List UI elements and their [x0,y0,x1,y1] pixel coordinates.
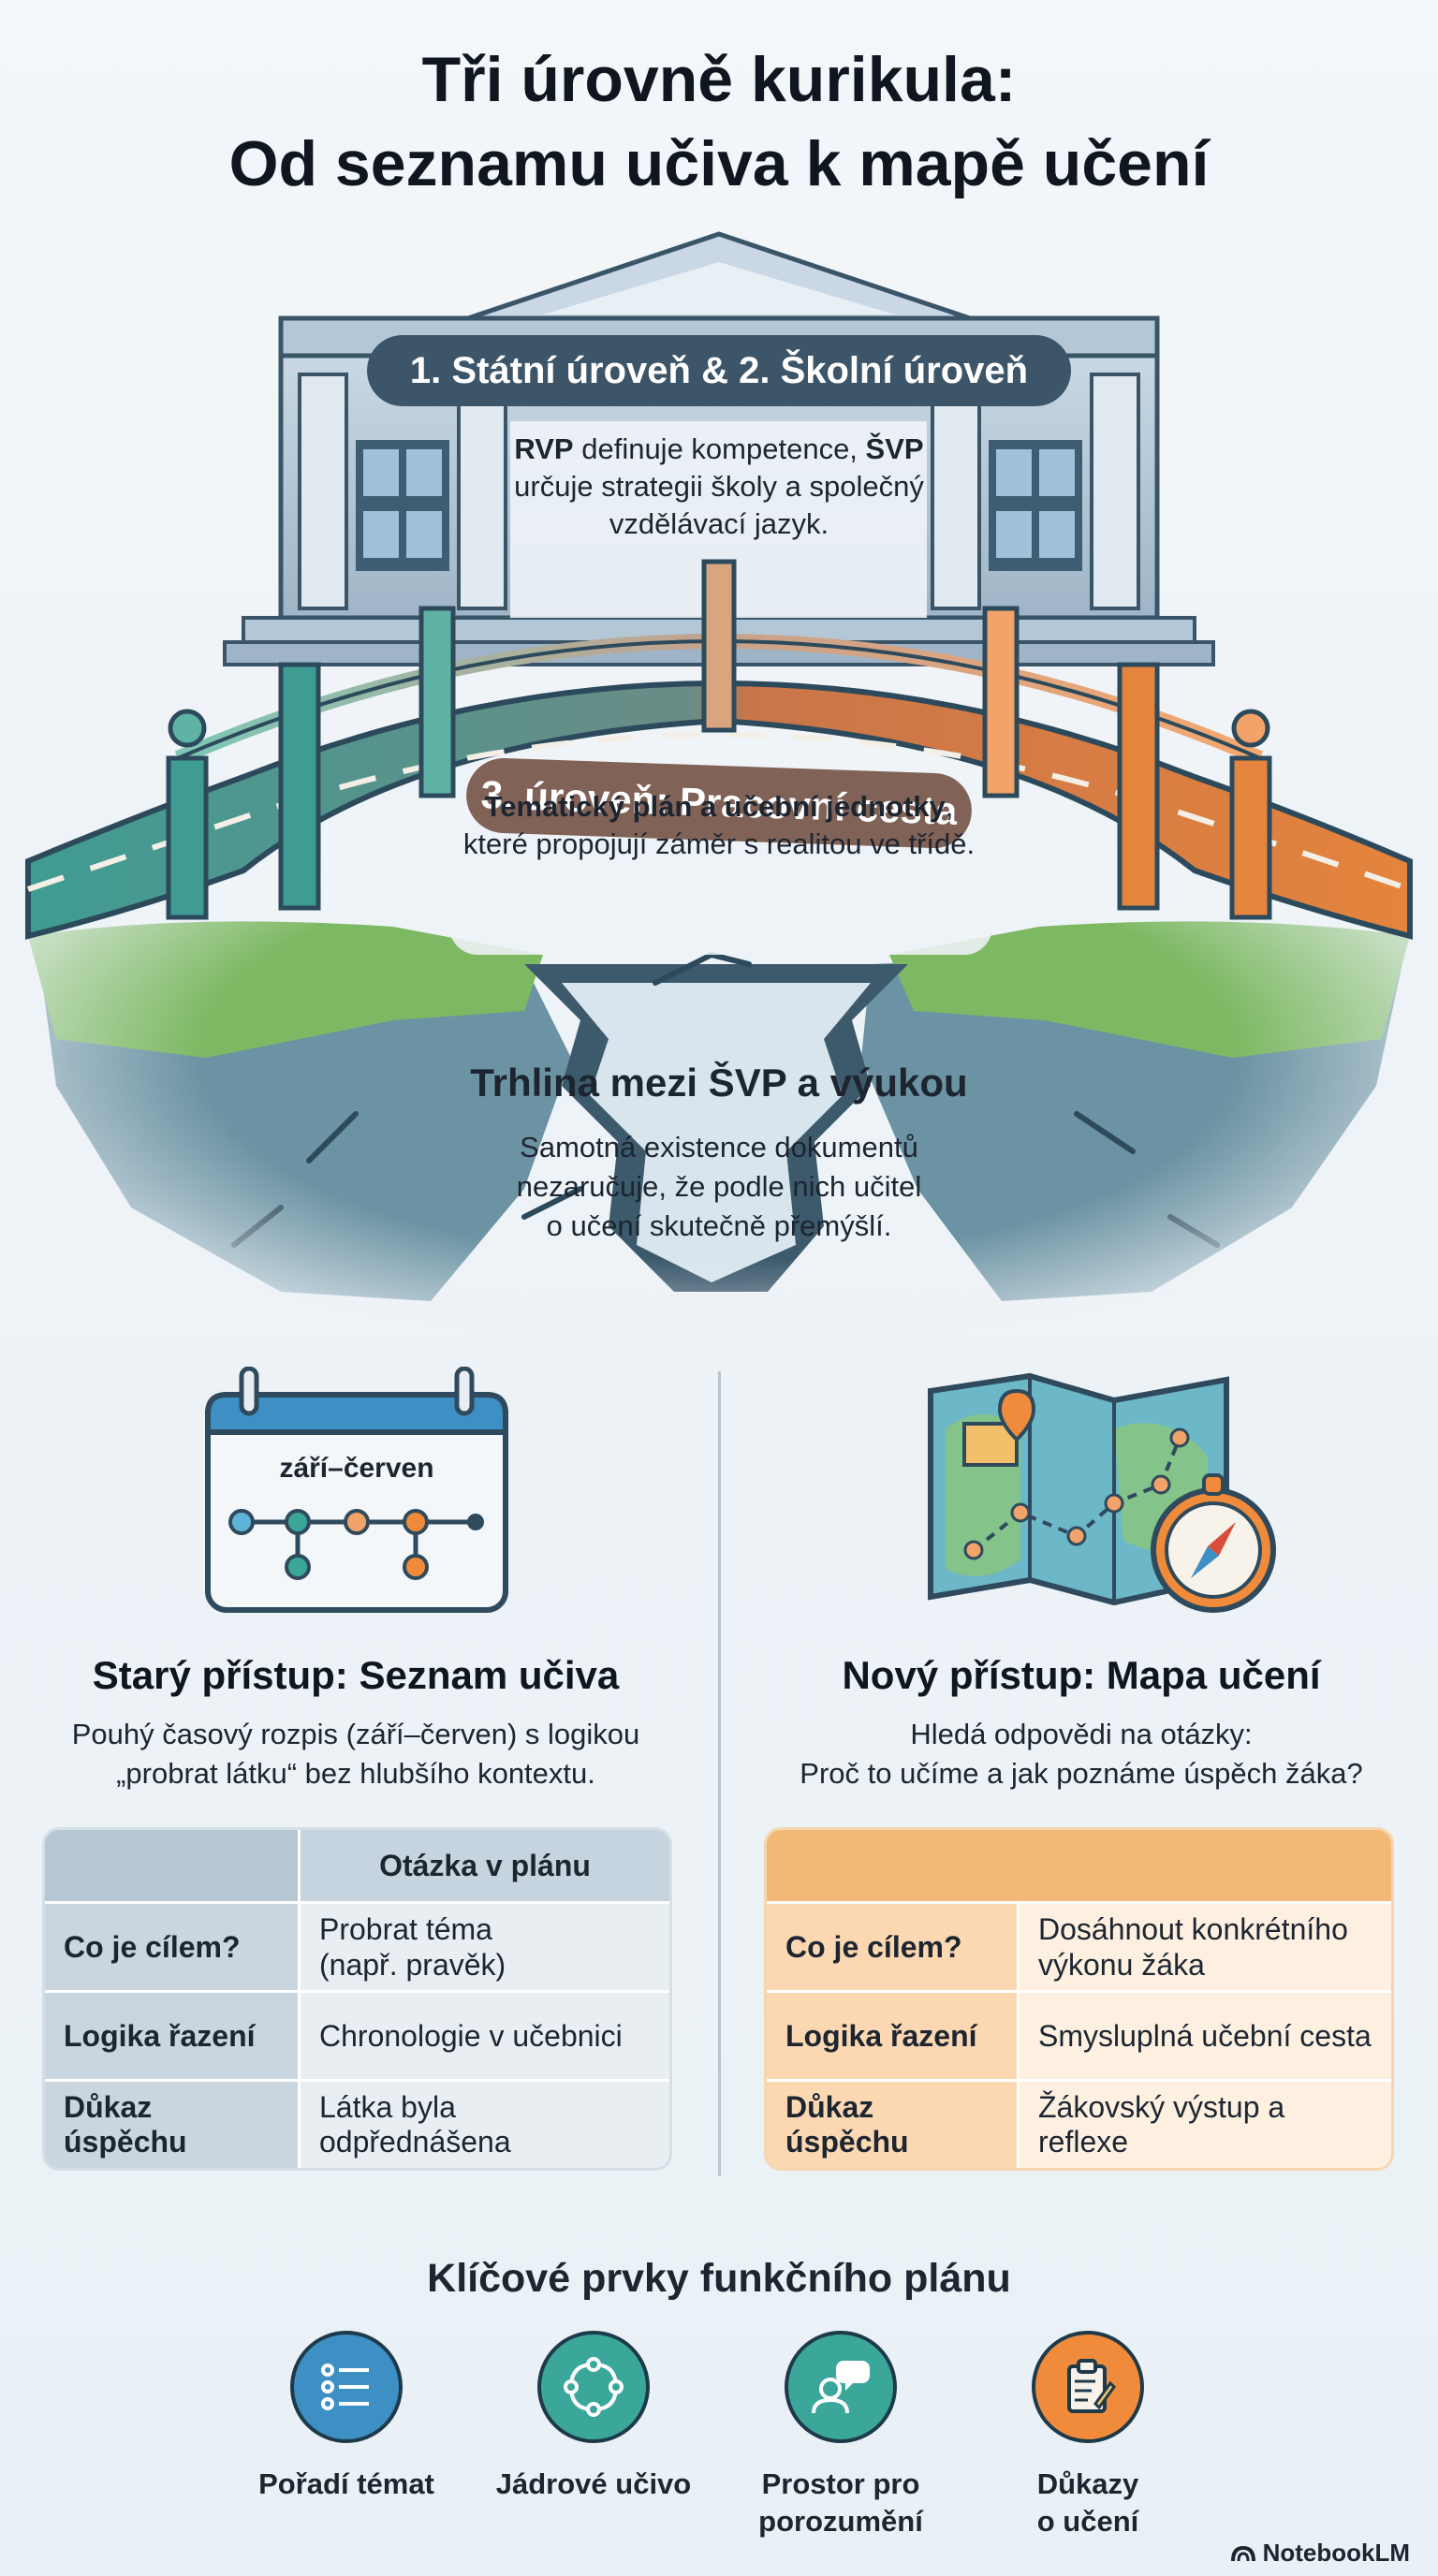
new-row-label: Důkaz úspěchu [767,2079,1020,2168]
new-row-value: Žákovský výstup a reflexe [1020,2079,1391,2168]
new-table-header [767,1830,1391,1901]
old-row-value-line1: Probrat téma [319,1912,492,1946]
key-item-understanding-space: Prostor pro porozumění [719,2331,962,2540]
level3-desc-comma: , [945,790,954,823]
key-item-label: Prostor pro porozumění [719,2466,962,2540]
old-table-header: Otázka v plánu [45,1830,669,1901]
table-row: Logika řazení Smysluplná učební cesta [767,1990,1391,2079]
key-item-label: Důkazy o učení [966,2466,1210,2540]
title-line-1: Tři úrovně kurikula: [421,44,1017,115]
old-approach-title: Starý přístup: Seznam učiva [92,1653,620,1697]
old-row-value-line2: (např. pravěk) [319,1948,506,1982]
key-item-label-line1: Důkazy [1036,2467,1139,2500]
old-table-header-cell: Otázka v plánu [301,1830,669,1901]
gap-desc-line2: nezaručuje, že podle nich učitel [516,1170,922,1203]
new-desc-line1: Hledá odpovědi na otázky: [910,1718,1253,1750]
old-approach-description: Pouhý časový rozpis (září–červen) s logi… [19,1715,693,1793]
gap-description: Samotná existence dokumentů nezaručuje, … [421,1128,1017,1246]
old-row-label: Co je cílem? [45,1901,301,1990]
rvp-term: RVP [514,432,574,465]
table-row: Důkaz úspěchu Žákovský výstup a reflexe [767,2079,1391,2168]
notebooklm-brand: NotebookLM [1231,2539,1410,2568]
key-elements-title: Klíčové prvky funkčního plánu [427,2256,1011,2301]
key-item-label: Pořadí témat [225,2466,468,2503]
level12-pill-label: 1. Státní úroveň & 2. Školní úroveň [409,349,1029,391]
table-row: Co je cílem? Dosáhnout konkrétního výkon… [767,1901,1391,1990]
old-row-value: Chronologie v učebnici [301,1990,669,2079]
new-approach-title: Nový přístup: Mapa učení [842,1653,1321,1697]
calendar-icon: září–červen [204,1366,509,1616]
key-item-label-line1: Prostor pro [761,2467,920,2500]
old-row-value: Probrat téma (např. pravěk) [301,1901,669,1990]
svp-term: ŠVP [865,432,924,465]
gap-title: Trhlina mezi ŠVP a výukou [470,1061,968,1105]
title-line-2: Od seznamu učiva k mapě učení [228,128,1210,199]
key-item-label-line1: Pořadí témat [258,2467,434,2500]
old-desc-line1: Pouhý časový rozpis (září–červen) s logi… [71,1718,640,1750]
new-row-label: Co je cílem? [767,1901,1020,1990]
level3-desc-bold: Tematický plán a učební jednotky [484,790,946,823]
new-row-value: Dosáhnout konkrétního výkonu žáka [1020,1901,1391,1990]
notebooklm-brand-text: NotebookLM [1262,2539,1410,2567]
table-row: Logika řazení Chronologie v učebnici [45,1990,669,2079]
notebooklm-logo-icon [1231,2540,1256,2562]
network-icon [537,2331,650,2443]
new-approach-description: Hledá odpovědi na otázky: Proč to učíme … [749,1715,1414,1793]
bridge-illustration [0,231,1438,1339]
table-row: Důkaz úspěchu Látka byla odpřednášena [45,2079,669,2168]
new-row-label: Logika řazení [767,1990,1020,2079]
level3-description: Tematický plán a učební jednotky, které … [438,788,1000,863]
map-compass-icon [927,1372,1283,1634]
key-item-core-content: Jádrové učivo [472,2331,715,2503]
page-title: Tři úrovně kurikula: Od seznamu učiva k … [0,37,1438,206]
old-desc-line2: „probrat látku“ bez hlubšího kontextu. [116,1757,595,1790]
list-icon [290,2331,403,2443]
new-approach-table: Co je cílem? Dosáhnout konkrétního výkon… [764,1827,1394,2171]
old-table-header-blank [45,1830,301,1901]
new-table-header-blank [767,1830,1020,1901]
table-row: Co je cílem? Probrat téma (např. pravěk) [45,1901,669,1990]
key-item-learning-evidence: Důkazy o učení [966,2331,1210,2540]
level12-desc-line2: určuje strategii školy a společný [514,470,924,503]
gap-desc-line3: o učení skutečně přemýšlí. [546,1209,892,1242]
key-item-topic-order: Pořadí témat [225,2331,468,2503]
column-divider [718,1371,721,2176]
new-desc-line2: Proč to učíme a jak poznáme úspěch žáka? [800,1757,1363,1790]
new-row-value-line2: výkonu žáka [1038,1948,1205,1982]
calendar-label: září–červen [279,1453,434,1484]
old-row-label: Důkaz úspěchu [45,2079,301,2168]
level3-pill [466,757,972,849]
level12-pill [367,335,1071,406]
clipboard-icon [1032,2331,1144,2443]
discussion-icon [785,2331,897,2443]
new-row-value: Smysluplná učební cesta [1020,1990,1391,2079]
new-row-value-line1: Dosáhnout konkrétního [1038,1912,1348,1946]
key-item-label: Jádrové učivo [472,2466,715,2503]
level12-desc-part: definuje kompetence, [573,432,866,465]
old-row-value: Látka byla odpřednášena [301,2079,669,2168]
level12-desc-line3: vzdělávací jazyk. [609,507,829,540]
gap-desc-line1: Samotná existence dokumentů [520,1131,918,1164]
key-item-label-line1: Jádrové učivo [495,2467,692,2500]
old-approach-table: Otázka v plánu Co je cílem? Probrat téma… [42,1827,672,2171]
new-table-header-cell [1020,1830,1391,1901]
level3-desc-line2: které propojují záměr s realitou ve tříd… [462,827,976,860]
old-row-label: Logika řazení [45,1990,301,2079]
key-item-label-line2: porozumění [758,2505,923,2538]
level12-description: RVP definuje kompetence, ŠVP určuje stra… [487,431,951,543]
key-item-label-line2: o učení [1036,2505,1139,2538]
